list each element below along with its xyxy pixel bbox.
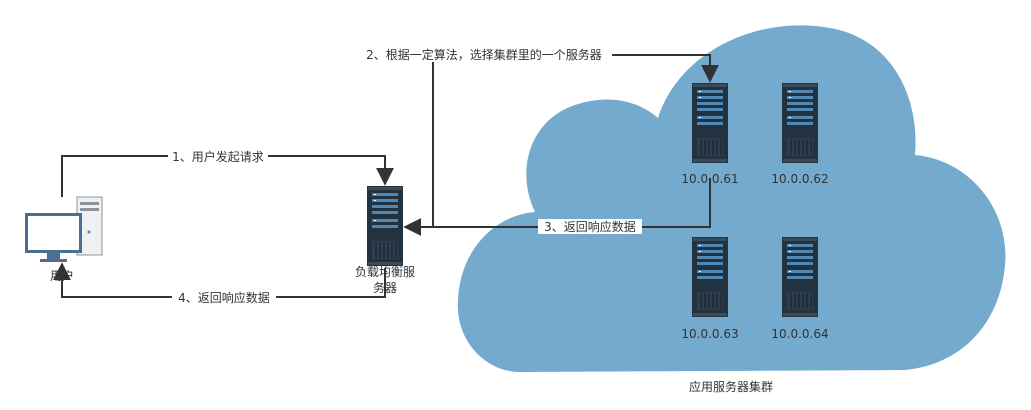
desktop-computer-icon [25,196,103,262]
edge-4-response: 4、返回响应数据 [53,262,386,305]
server-label-3: 10.0.0.63 [681,327,738,341]
server-tower-icon [367,186,403,266]
server-rack-icon [782,83,818,163]
edge-2-dispatch: 2、根据一定算法，选择集群里的一个服务器 [356,47,719,226]
edge-1-label: 1、用户发起请求 [172,149,264,164]
server-rack-icon [692,237,728,317]
server-rack-icon [692,83,728,163]
server-rack-icon [782,237,818,317]
user-node[interactable]: 用户 [25,196,103,283]
server-label-2: 10.0.0.62 [771,172,828,186]
edge-3-response: 3、返回响应数据 [403,178,711,236]
cloud-body [457,25,1006,372]
app-server-2[interactable]: 10.0.0.62 [771,83,829,186]
cloud-label: 应用服务器集群 [689,379,773,394]
app-server-4[interactable]: 10.0.0.64 [771,237,829,341]
edge-1-request: 1、用户发起请求 [61,149,394,197]
app-server-3[interactable]: 10.0.0.63 [681,237,739,341]
edge-3-label: 3、返回响应数据 [544,219,636,234]
server-label-4: 10.0.0.64 [771,327,828,341]
edge-2-label: 2、根据一定算法，选择集群里的一个服务器 [366,47,602,62]
cloud-shape [457,25,1006,372]
edge-4-label: 4、返回响应数据 [178,290,270,305]
